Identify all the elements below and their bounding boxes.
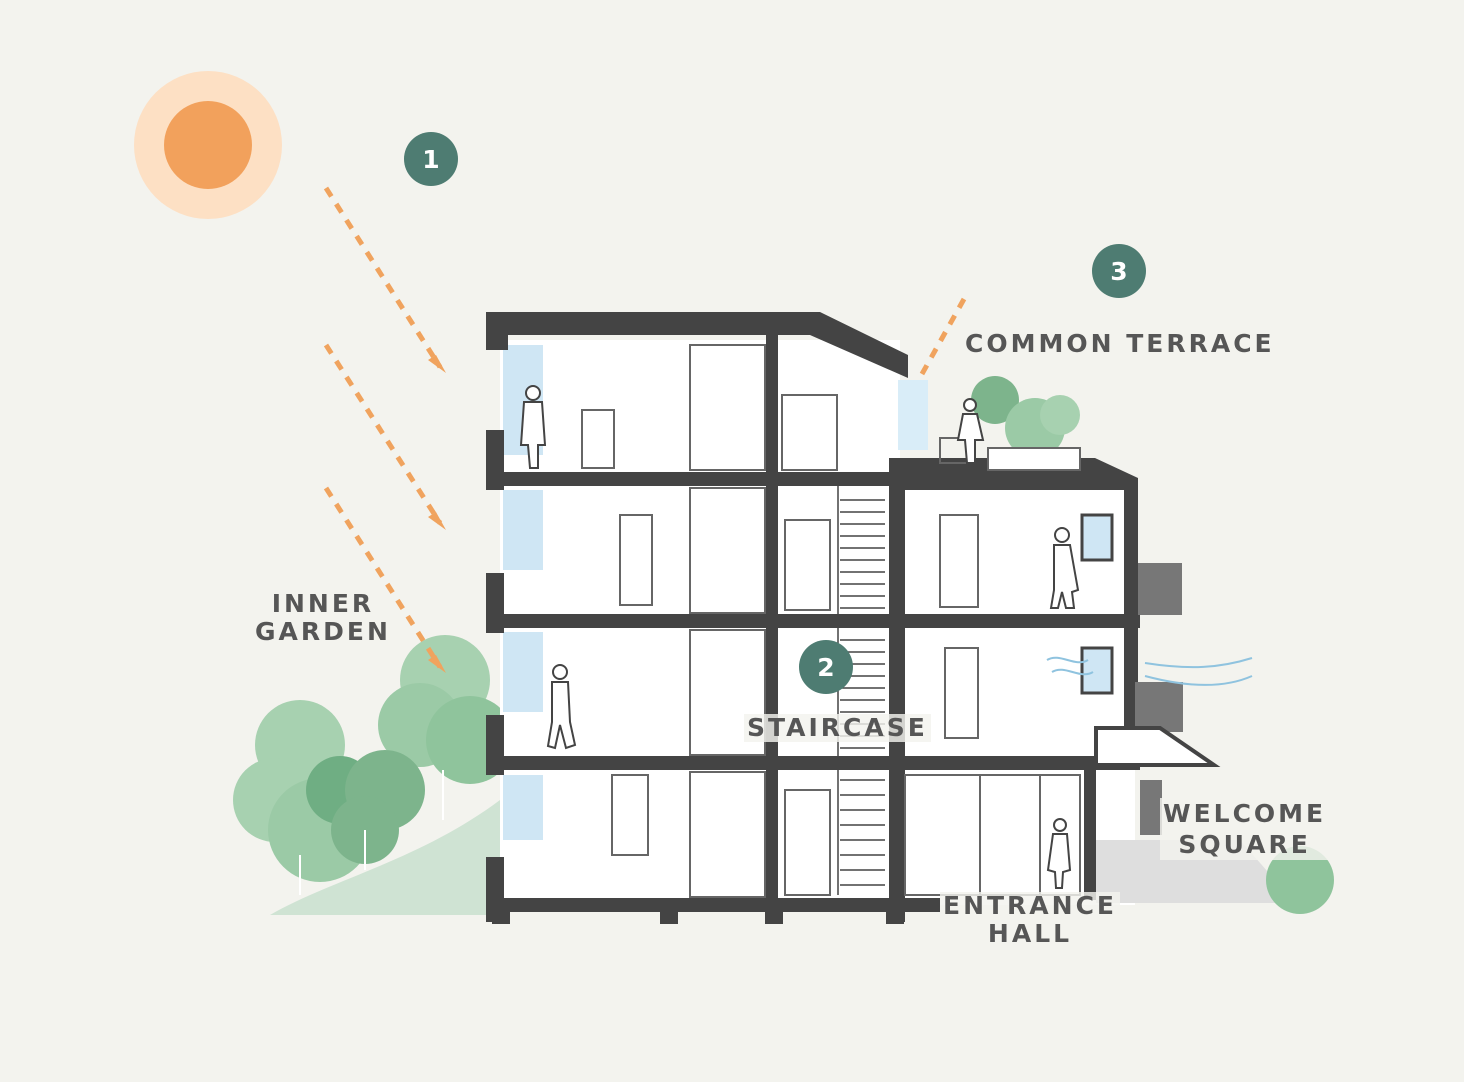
tree-icon: [971, 376, 1019, 424]
door: [611, 774, 649, 856]
door: [619, 514, 653, 606]
balconies: [1094, 563, 1221, 835]
airflow-icon: [1046, 656, 1253, 686]
person-icon: [546, 664, 577, 750]
columns: [486, 335, 1138, 922]
building-section: [486, 312, 1334, 924]
footings: [492, 912, 904, 924]
person-icon: [519, 385, 547, 469]
lawn-shape: [270, 800, 500, 915]
badge-2-staircase: 2: [799, 640, 853, 694]
badge-3-terrace: 3: [1092, 244, 1146, 298]
people: [519, 385, 1080, 889]
planter: [987, 447, 1081, 471]
terrace-planting: [939, 376, 1081, 471]
floor-slabs: [486, 312, 1140, 912]
window-glazing: [503, 490, 543, 570]
tree-icon: [1266, 846, 1334, 914]
sun-icon: [134, 71, 282, 219]
sun-ray-arrow-icon: [323, 486, 443, 669]
tree-icon: [306, 750, 425, 870]
window-glazing: [503, 775, 543, 840]
sun-ray-arrow-icon: [323, 186, 443, 369]
label-entrance-hall: ENTRANCE HALL: [940, 892, 1120, 948]
label-common-terrace: COMMON TERRACE: [965, 329, 1275, 358]
person-icon: [1049, 527, 1080, 609]
label-inner-garden: INNER GARDEN: [255, 589, 391, 646]
person-icon: [956, 398, 985, 464]
person-icon: [1046, 818, 1072, 889]
label-staircase: STAIRCASE: [744, 714, 931, 742]
window-glazing: [1080, 646, 1114, 695]
window-glazing: [1080, 513, 1114, 562]
window-glazing: [503, 632, 543, 712]
badge-1-sunlight: 1: [404, 132, 458, 186]
partitions: [581, 344, 1081, 898]
label-welcome-square: WELCOME SQUARE: [1160, 798, 1330, 860]
terrace-glazing: [898, 380, 928, 450]
inner-garden-trees: [233, 635, 514, 915]
door: [581, 409, 615, 469]
sun-ray-arrow-icon: [323, 343, 443, 525]
